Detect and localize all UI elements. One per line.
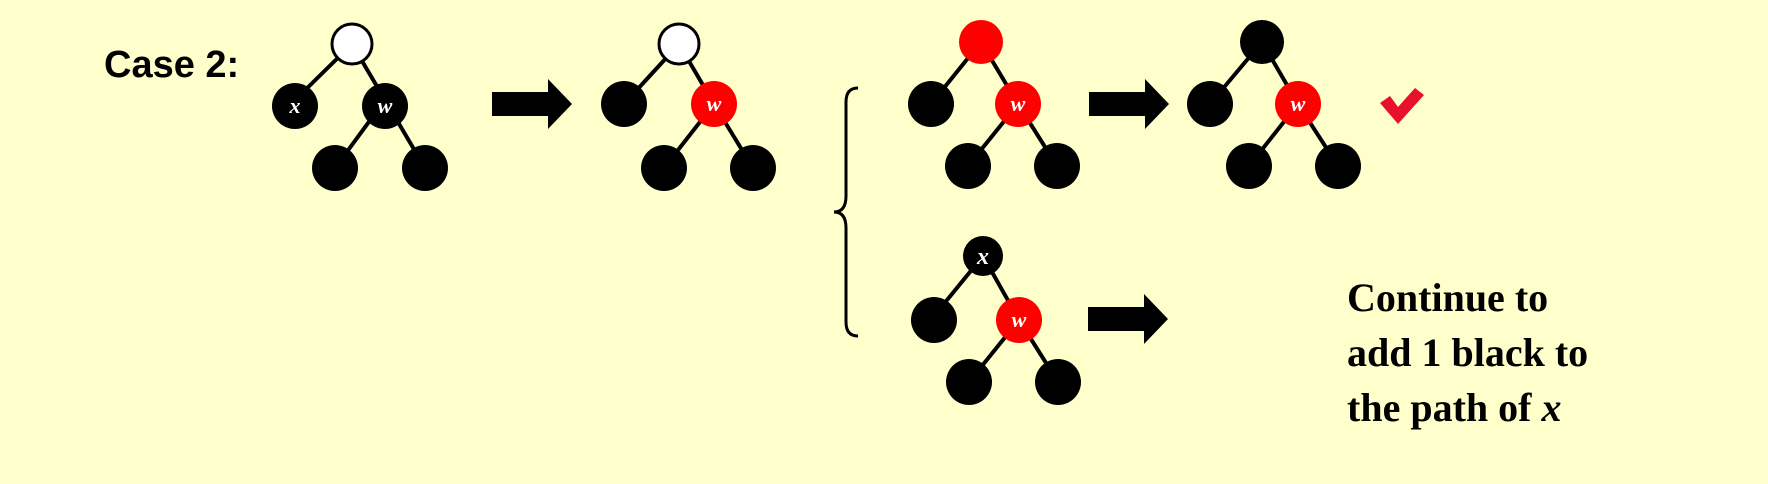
note-line-1: Continue to bbox=[1347, 275, 1549, 320]
arrow-right-icon bbox=[492, 79, 572, 129]
node-w-label: w bbox=[1011, 91, 1026, 116]
case-title: Case 2: bbox=[104, 44, 240, 86]
w-right-child-black bbox=[1035, 359, 1081, 405]
node-w-label: w bbox=[378, 93, 393, 118]
w-left-child-black bbox=[946, 359, 992, 405]
parent-node-unknown bbox=[330, 22, 374, 66]
w-left-child-black bbox=[1226, 143, 1272, 189]
node-w-label: w bbox=[1291, 91, 1306, 116]
parent-node-black bbox=[1240, 20, 1284, 64]
node-w-red bbox=[995, 81, 1041, 127]
note-line-3-prefix: the path of bbox=[1347, 385, 1542, 430]
node-w-red bbox=[1275, 81, 1321, 127]
note-line-3-var: x bbox=[1541, 385, 1562, 430]
node-w-red bbox=[996, 297, 1042, 343]
w-left-child-black bbox=[945, 143, 991, 189]
node-x-label: x bbox=[976, 244, 989, 270]
note-line-3: the path of x bbox=[1347, 380, 1588, 435]
w-right-child-black bbox=[1315, 143, 1361, 189]
node-w-red bbox=[691, 81, 737, 127]
parent-node-red bbox=[959, 20, 1003, 64]
arrow-right-icon bbox=[1089, 79, 1169, 129]
node-x-label: x bbox=[289, 93, 301, 118]
check-mark-icon bbox=[1380, 88, 1424, 124]
node-x-black bbox=[1187, 81, 1233, 127]
w-right-child-black bbox=[1034, 143, 1080, 189]
arrow-right-icon bbox=[1088, 294, 1168, 344]
tree-parent-red: w bbox=[908, 20, 1080, 189]
note-line-2: add 1 black to bbox=[1347, 330, 1589, 375]
tree-initial: x w bbox=[272, 22, 448, 191]
node-w-label: w bbox=[707, 91, 722, 116]
parent-node-x-black bbox=[963, 236, 1003, 276]
tree-after-recolor: w bbox=[601, 22, 776, 191]
w-left-child-black bbox=[641, 145, 687, 191]
tree-parent-black: w bbox=[1187, 20, 1361, 189]
w-left-child-black bbox=[312, 145, 358, 191]
w-right-child-black bbox=[402, 145, 448, 191]
node-w-black bbox=[362, 83, 408, 129]
node-x-black bbox=[601, 81, 647, 127]
continue-note: Continue to add 1 black to the path of x bbox=[1347, 270, 1588, 435]
tree-parent-becomes-x: x w bbox=[911, 236, 1081, 405]
node-x-black bbox=[272, 83, 318, 129]
parent-node-unknown bbox=[657, 22, 701, 66]
w-right-child-black bbox=[730, 145, 776, 191]
left-curly-brace-icon bbox=[833, 86, 859, 338]
node-x-black bbox=[908, 81, 954, 127]
node-w-label: w bbox=[1012, 307, 1027, 332]
node-x-black bbox=[911, 297, 957, 343]
